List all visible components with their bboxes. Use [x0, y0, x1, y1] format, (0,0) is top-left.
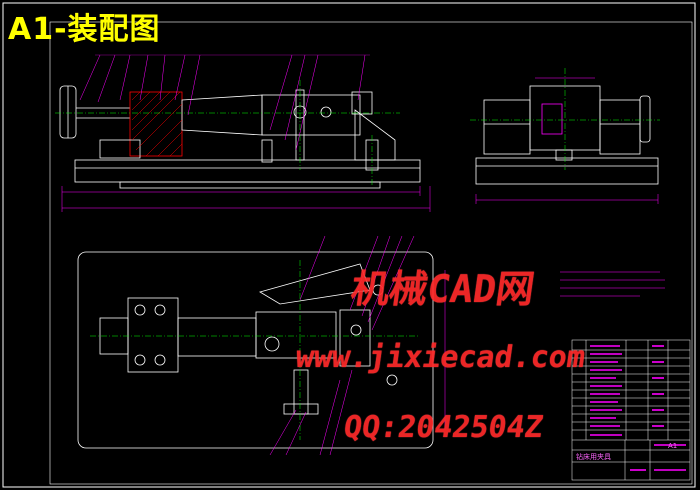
front-dimensions — [61, 186, 431, 212]
parts-list — [571, 339, 691, 481]
top-leaders — [269, 235, 446, 456]
parts-list-text — [590, 345, 686, 471]
front-leaders — [79, 54, 370, 151]
tech-requirements — [560, 271, 665, 297]
title-block-name: 钻床用夹具 — [576, 453, 611, 461]
drawing-title: A1-装配图 — [8, 12, 161, 47]
inner-border — [49, 21, 693, 485]
front-view — [59, 85, 421, 189]
watermark-qq: QQ:2042504Z — [341, 410, 546, 445]
front-centerlines — [55, 80, 400, 185]
top-view — [77, 251, 434, 449]
watermark-url: www.jixiecad.com — [293, 340, 588, 375]
title-block-scale: A1 — [668, 442, 678, 450]
side-dimensions — [475, 77, 659, 204]
watermark-site-name: 机械CAD网 — [348, 267, 538, 311]
top-centerlines — [90, 260, 420, 440]
side-view — [475, 85, 659, 185]
side-centerlines — [470, 68, 660, 170]
section-hatching — [131, 91, 183, 157]
